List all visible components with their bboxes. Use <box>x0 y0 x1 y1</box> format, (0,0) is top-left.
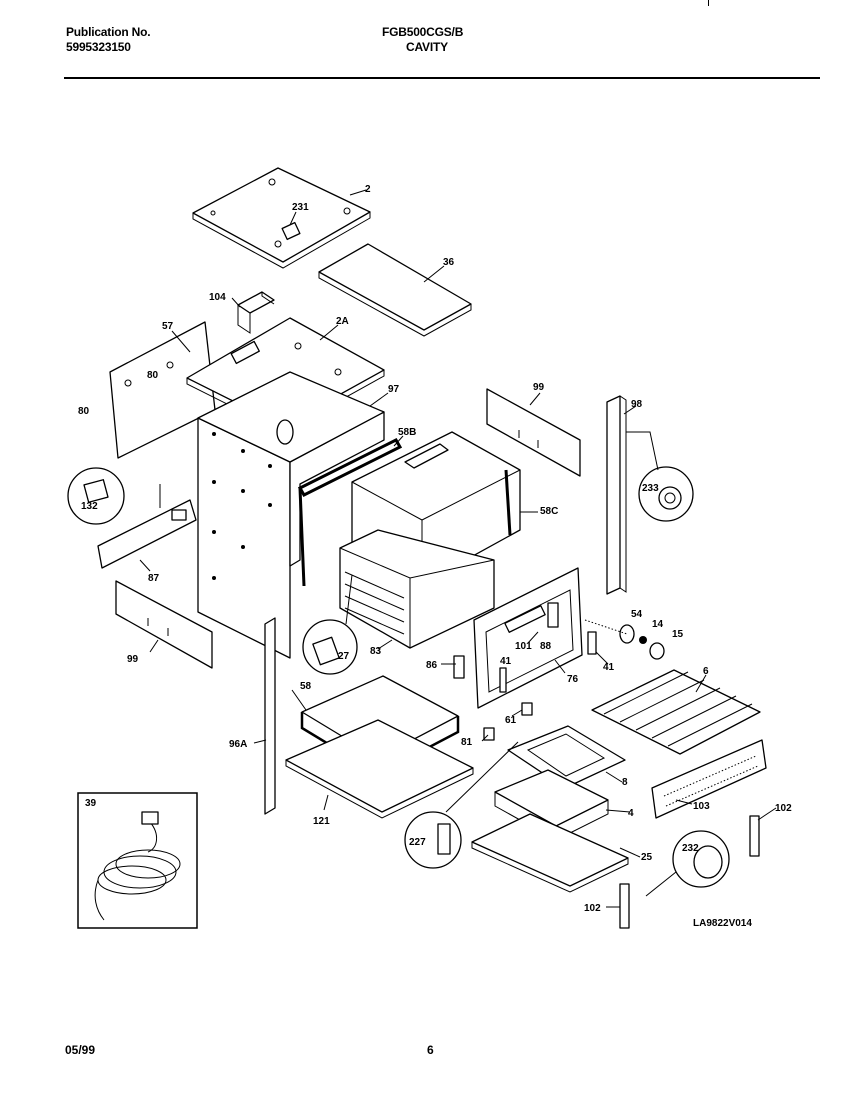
callout-25: 25 <box>641 852 653 863</box>
part-58B-gasket <box>297 438 403 587</box>
callout-2: 2 <box>365 184 371 195</box>
callout-88: 88 <box>540 641 552 652</box>
callout-231: 231 <box>292 202 309 213</box>
part-132-callout-circle <box>67 467 125 525</box>
callout-58C: 58C <box>540 506 558 517</box>
callout-57: 57 <box>162 321 174 332</box>
part-36-baffle <box>318 243 472 337</box>
callout-83: 83 <box>370 646 382 657</box>
callout-14: 14 <box>652 619 664 630</box>
callout-labels: 2 231 36 104 57 2A 80 80 97 99 98 58B 13… <box>78 184 792 929</box>
callout-8: 8 <box>622 777 628 788</box>
drawing-number: LA9822V014 <box>693 918 752 929</box>
callout-6: 6 <box>703 666 709 677</box>
callout-121: 121 <box>313 816 330 827</box>
callout-99-upper: 99 <box>533 382 545 393</box>
part-97-cabinet-body <box>197 371 385 659</box>
corner-mark <box>708 0 709 6</box>
callout-98: 98 <box>631 399 643 410</box>
part-99-upper-shield <box>486 388 581 477</box>
part-39-power-cord-inset <box>77 792 198 929</box>
callout-86: 86 <box>426 660 438 671</box>
callout-99-lower: 99 <box>127 654 139 665</box>
page-number: 6 <box>427 1043 434 1057</box>
part-102-brackets <box>619 815 760 929</box>
part-25-drawer-bottom <box>471 813 629 893</box>
callout-102a: 102 <box>775 803 792 814</box>
header-rule <box>64 77 820 79</box>
callout-132: 132 <box>81 501 98 512</box>
part-6-oven-rack <box>591 669 761 755</box>
callout-4: 4 <box>628 808 634 819</box>
callout-87: 87 <box>148 573 160 584</box>
callout-27: 27 <box>338 651 350 662</box>
callout-54: 54 <box>631 609 643 620</box>
callout-97: 97 <box>388 384 400 395</box>
callout-2A: 2A <box>336 316 349 327</box>
callout-232: 232 <box>682 843 699 854</box>
callout-76: 76 <box>567 674 579 685</box>
part-41-86-clips <box>453 631 597 693</box>
callout-233: 233 <box>642 483 659 494</box>
model-number: FGB500CGS/B <box>382 25 464 39</box>
callout-101: 101 <box>515 641 532 652</box>
part-61-81-hinges <box>483 702 533 741</box>
callout-104: 104 <box>209 292 226 303</box>
callout-leaders <box>139 189 777 908</box>
callout-36: 36 <box>443 257 455 268</box>
callout-39: 39 <box>85 798 97 809</box>
callout-58B: 58B <box>398 427 416 438</box>
part-232-callout-circle <box>645 830 730 897</box>
part-83-rack-frame <box>339 529 495 649</box>
callout-103: 103 <box>693 801 710 812</box>
part-99-lower-shield <box>115 580 213 669</box>
publication-label: Publication No. <box>66 25 151 39</box>
callout-227: 227 <box>409 837 426 848</box>
callout-96A: 96A <box>229 739 247 750</box>
part-103-vent-trim <box>651 739 767 819</box>
part-227-callout-circle <box>404 741 519 869</box>
callout-58: 58 <box>300 681 312 692</box>
callout-80a: 80 <box>147 370 159 381</box>
publication-number: 5995323150 <box>66 40 131 54</box>
part-98-side-rail <box>606 395 627 595</box>
part-54-14-15-fasteners <box>584 619 665 660</box>
callout-41a: 41 <box>500 656 512 667</box>
part-96A-rail <box>264 617 276 815</box>
footer-date: 05/99 <box>65 1043 96 1057</box>
section-title: CAVITY <box>406 40 448 54</box>
part-2-top-panel <box>192 167 371 269</box>
part-121-bottom-panel <box>285 719 474 819</box>
callout-41b: 41 <box>603 662 615 673</box>
callout-102b: 102 <box>584 903 601 914</box>
part-104-bracket <box>237 291 275 334</box>
callout-80b: 80 <box>78 406 90 417</box>
part-27-callout-circle <box>302 574 358 675</box>
callout-81: 81 <box>461 737 473 748</box>
callout-61: 61 <box>505 715 517 726</box>
callout-15: 15 <box>672 629 684 640</box>
part-233-callout-circle <box>626 431 694 522</box>
part-87-bracket <box>97 484 197 569</box>
